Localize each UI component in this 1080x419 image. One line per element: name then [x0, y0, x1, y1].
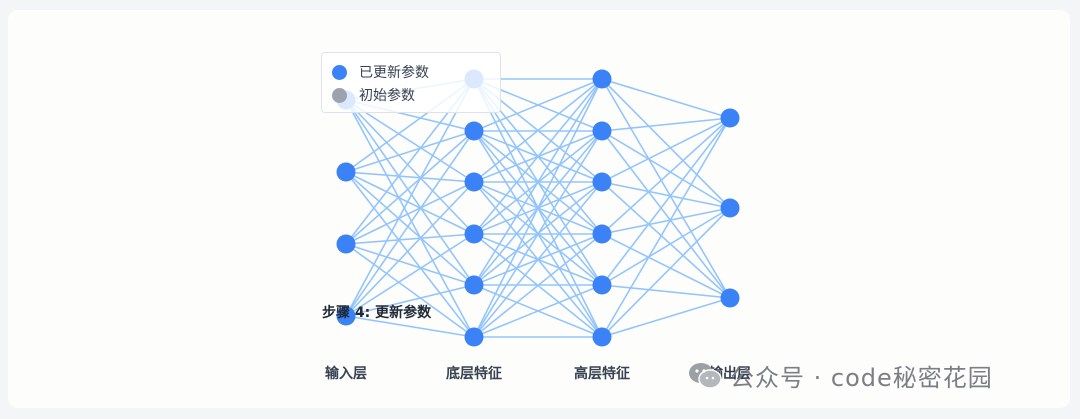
- edge-l1-3-0: [473, 78, 603, 235]
- neuron-l3-0: [720, 108, 740, 128]
- neuron-l1-2: [464, 172, 484, 192]
- neuron-l2-5: [592, 327, 612, 347]
- edge-l0-1-2: [345, 171, 475, 183]
- edge-l0-1-3: [345, 171, 475, 235]
- edge-l0-1-1: [345, 130, 475, 173]
- edge-l2-2-2: [601, 181, 731, 299]
- edge-l1-5-0: [473, 78, 603, 338]
- updated-swatch-icon: [332, 64, 347, 80]
- edge-l0-3-3: [345, 233, 475, 317]
- edge-l0-2-2: [345, 181, 475, 245]
- edge-l1-5-2: [473, 181, 603, 338]
- edge-l2-1-2: [601, 130, 731, 299]
- edge-l1-2-0: [473, 78, 603, 183]
- neuron-l1-4: [464, 275, 484, 295]
- edge-l0-3-2: [345, 181, 475, 317]
- edge-l0-3-1: [345, 130, 475, 317]
- legend-item-initial: 初始参数: [332, 85, 415, 105]
- edge-l2-3-0: [601, 117, 731, 235]
- edge-l2-4-0: [601, 117, 731, 286]
- legend-item-updated: 已更新参数: [332, 62, 429, 82]
- edge-l0-2-4: [345, 243, 475, 286]
- neuron-l0-2: [336, 234, 356, 254]
- edge-l1-1-0: [473, 78, 603, 132]
- edge-l0-2-3: [345, 233, 475, 245]
- neuron-l2-3: [592, 224, 612, 244]
- neuron-l1-5: [464, 327, 484, 347]
- edge-l2-0-2: [601, 78, 731, 299]
- step-label: 步骤 4: 更新参数: [322, 305, 432, 321]
- edge-l0-3-5: [345, 315, 475, 338]
- layer-label-input: 输入层: [325, 366, 367, 382]
- neuron-l1-3: [464, 224, 484, 244]
- edge-l0-2-5: [345, 243, 475, 338]
- neurons: [336, 69, 740, 347]
- edge-l2-0-1: [601, 78, 731, 209]
- edge-l0-3-0: [345, 78, 475, 317]
- edge-l1-4-0: [473, 78, 603, 286]
- watermark: 公众号 · code秘密花园: [688, 358, 993, 393]
- edge-l0-0-4: [345, 99, 475, 286]
- legend-label-initial: 初始参数: [359, 88, 415, 104]
- neuron-l3-2: [720, 288, 740, 308]
- neuron-l3-1: [720, 198, 740, 218]
- neuron-l2-1: [592, 121, 612, 141]
- edge-l2-3-1: [601, 207, 731, 235]
- edge-l2-4-1: [601, 207, 731, 286]
- edge-l0-1-4: [345, 171, 475, 286]
- watermark-text: 公众号 · code秘密花园: [730, 364, 993, 392]
- edge-l2-3-2: [601, 233, 731, 299]
- edge-l1-5-1: [473, 130, 603, 338]
- legend: 已更新参数 初始参数: [321, 52, 501, 113]
- layer-label-low-features: 底层特征: [446, 366, 502, 382]
- edge-l2-5-1: [601, 207, 731, 338]
- edge-l0-2-1: [345, 130, 475, 245]
- wechat-icon: [689, 362, 722, 389]
- edge-l2-5-2: [601, 297, 731, 338]
- initial-swatch-icon: [332, 87, 347, 103]
- neuron-l2-2: [592, 172, 612, 192]
- edge-l2-2-0: [601, 117, 731, 183]
- edge-l0-1-5: [345, 171, 475, 338]
- edge-l0-0-2: [345, 99, 475, 183]
- layer-label-high-features: 高层特征: [574, 366, 630, 382]
- edge-l2-2-1: [601, 181, 731, 209]
- neuron-l1-1: [464, 121, 484, 141]
- edge-l0-0-5: [345, 99, 475, 338]
- edge-l2-0-0: [601, 78, 731, 119]
- edge-l2-1-0: [601, 117, 731, 132]
- connections: [345, 78, 731, 338]
- edge-l0-0-3: [345, 99, 475, 235]
- edge-l1-5-4: [473, 284, 603, 338]
- edge-l2-4-2: [601, 284, 731, 299]
- neuron-l2-0: [592, 69, 612, 89]
- edge-l1-5-3: [473, 233, 603, 338]
- edge-l2-1-1: [601, 130, 731, 209]
- edge-l2-5-0: [601, 117, 731, 338]
- edge-l0-3-4: [345, 284, 475, 317]
- neuron-l0-1: [336, 162, 356, 182]
- legend-label-updated: 已更新参数: [359, 65, 429, 81]
- neuron-l0-3: [336, 306, 356, 326]
- neuron-l2-4: [592, 275, 612, 295]
